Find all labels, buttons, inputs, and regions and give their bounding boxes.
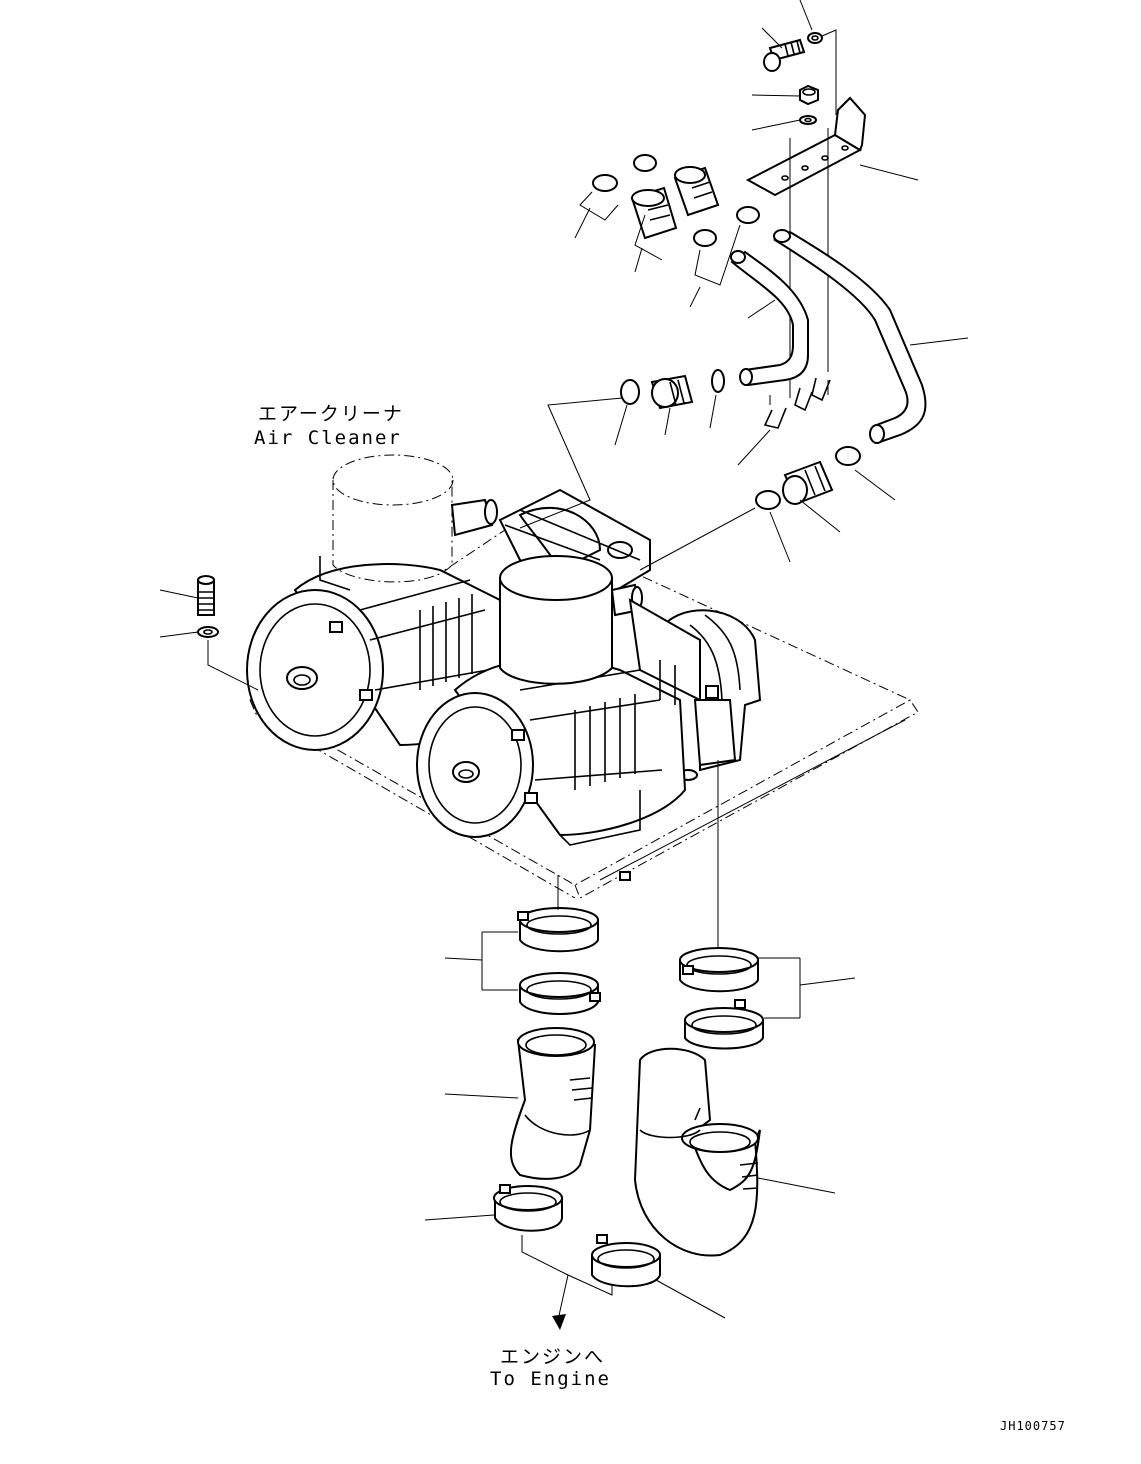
angle-bracket [745, 96, 867, 372]
leader-lines [159, 0, 969, 1319]
lower-hose-left [509, 1027, 597, 1180]
mount-bolt [197, 575, 259, 691]
lower-hose-right [633, 1047, 761, 1257]
large-clamps-left [517, 875, 601, 1015]
bent-pipes [730, 229, 927, 444]
rear-bracket [498, 488, 651, 602]
air-cleaner-label-en: Air Cleaner [254, 427, 402, 449]
large-clamps-right [679, 760, 764, 1050]
lower-clamps [493, 1184, 661, 1330]
air-cleaner-label-jp: エアークリーナ [258, 403, 404, 425]
upper-fasteners [763, 29, 837, 125]
lower-small-hoses [639, 446, 861, 571]
drawing-number: JH100757 [1000, 1419, 1066, 1433]
to-engine-label-jp: エンジンへ [500, 1346, 606, 1368]
middle-hoses [519, 369, 831, 529]
to-engine-label-en: To Engine [490, 1368, 611, 1390]
air-cleaner-right [416, 555, 687, 846]
outlet-elbow [628, 598, 762, 772]
upper-hoses [579, 154, 760, 286]
